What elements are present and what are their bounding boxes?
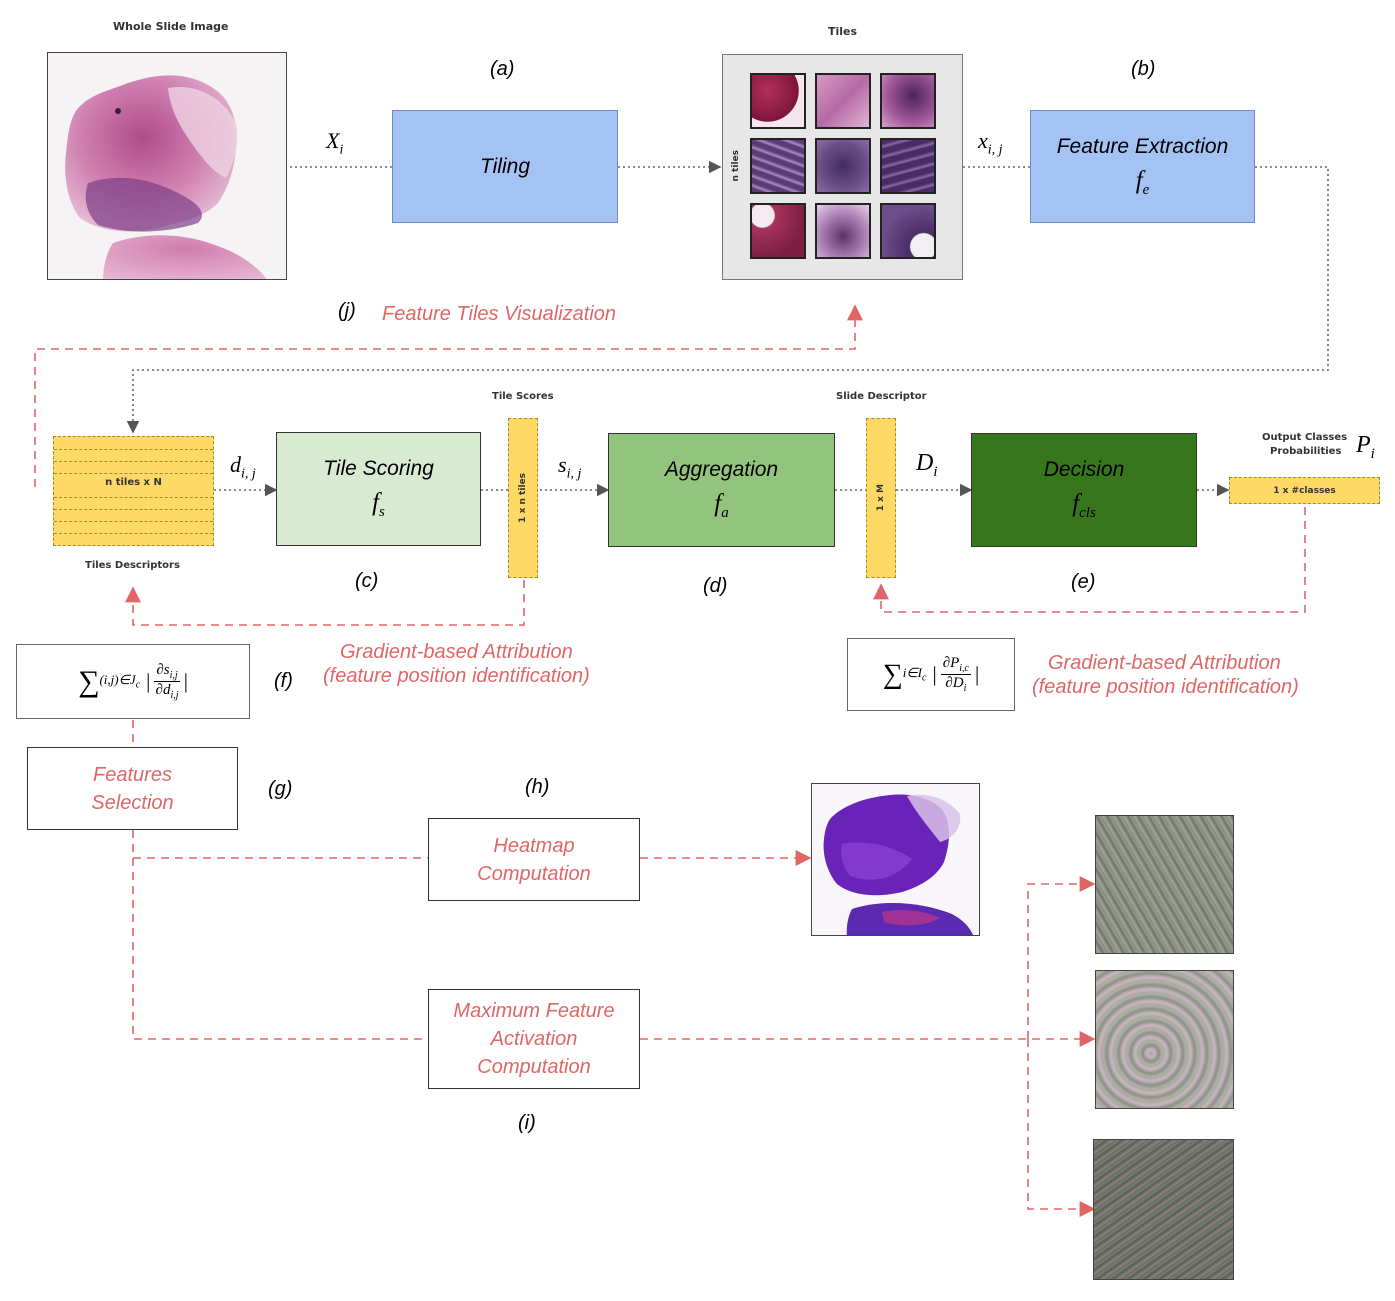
maxfeat-line2: Activation [490, 1028, 578, 1050]
gradient-attribution-right-line1: Gradient-based Attribution [1048, 652, 1281, 674]
tile-scores-bar: 1 x n tiles [508, 418, 538, 578]
aggregation-symbol: fa [714, 490, 729, 521]
tiling-title: Tiling [480, 154, 530, 178]
features-selection-box: Features Selection [27, 747, 238, 830]
step-label-a: (a) [490, 58, 515, 80]
tiles-panel: n tiles [722, 54, 963, 280]
one-x-n-tiles-label: 1 x n tiles [518, 473, 528, 523]
decision-title: Decision [1043, 458, 1125, 481]
whole-slide-image-label: Whole Slide Image [113, 20, 229, 33]
heatmap-computation-box: Heatmap Computation [428, 818, 640, 901]
tile-image [815, 203, 871, 259]
tiles-label: Tiles [828, 25, 858, 38]
heatmap-line1: Heatmap [493, 834, 575, 857]
tile-image [815, 138, 871, 194]
symbol-x-ij: xi, j [978, 128, 1003, 158]
n-tiles-x-N-label: n tiles x N [105, 477, 162, 488]
feature-visualization-1 [1095, 815, 1234, 954]
step-label-d: (d) [703, 575, 728, 597]
aggregation-box: Aggregation fa [608, 433, 835, 547]
tiles-descriptors-matrix: n tiles x N [53, 436, 214, 546]
red-gradient-left [125, 580, 525, 626]
aggregation-title: Aggregation [664, 458, 779, 481]
decision-symbol: fcls [1072, 490, 1096, 521]
formula-left: ∑ (i,j)∈Jc | ∂si,j ∂di,j | [16, 644, 250, 719]
step-label-i: (i) [518, 1112, 536, 1134]
one-x-M-label: 1 x M [876, 484, 886, 512]
red-maxfeat-to-image3 [1027, 1039, 1096, 1217]
feature-extraction-box: Feature Extraction fe [1030, 110, 1255, 223]
feature-tiles-visualization-label: Feature Tiles Visualization [382, 303, 617, 325]
red-selection-to-heatmap [132, 830, 428, 859]
feature-extraction-title: Feature Extraction [1056, 134, 1229, 158]
step-label-h: (h) [525, 776, 550, 798]
symbol-d-ij: di, j [230, 452, 256, 482]
slide-descriptor-bar: 1 x M [866, 418, 896, 578]
output-classes-label: Output Classes [1262, 432, 1348, 443]
max-feature-activation-box: Maximum Feature Activation Computation [428, 989, 640, 1089]
step-label-j: (j) [338, 300, 356, 322]
maxfeat-line3: Computation [477, 1056, 591, 1078]
probabilities-label: Probabilities [1270, 446, 1342, 457]
symbol-X-i: Xi [326, 128, 344, 158]
tile-scoring-symbol: fs [372, 489, 385, 520]
tile-image [750, 203, 806, 259]
features-selection-line1: Features [93, 763, 172, 786]
output-probabilities-bar: 1 x #classes [1229, 477, 1380, 504]
tiling-box: Tiling [392, 110, 618, 223]
red-feature-tiles-viz [34, 304, 863, 487]
slide-descriptor-label: Slide Descriptor [836, 391, 927, 402]
tile-image [880, 138, 936, 194]
gradient-attribution-right-line2: (feature position identification) [1032, 676, 1299, 698]
formula-right: ∑ i∈Ic | ∂Pi,c ∂Di | [847, 638, 1015, 711]
arrow-fe-to-descriptors [126, 166, 1329, 434]
tile-scores-label: Tile Scores [492, 391, 554, 402]
tile-image [815, 73, 871, 129]
step-label-f: (f) [274, 670, 293, 692]
heatmap-shape [823, 794, 974, 935]
gradient-attribution-left-line2: (feature position identification) [323, 665, 590, 687]
symbol-s-ij: si, j [558, 452, 582, 482]
wsi-tissue-shape [65, 75, 267, 279]
feature-extraction-symbol: fe [1135, 166, 1150, 198]
feature-visualization-3 [1093, 1139, 1234, 1280]
tile-scoring-title: Tile Scoring [323, 457, 434, 480]
maxfeat-line1: Maximum Feature [453, 1000, 615, 1022]
features-selection-line2: Selection [91, 791, 174, 814]
feature-visualization-2 [1095, 970, 1234, 1109]
tile-image [880, 203, 936, 259]
tile-image [880, 73, 936, 129]
symbol-P-i: Pi [1356, 432, 1375, 462]
heatmap-line2: Computation [477, 862, 591, 885]
step-label-e: (e) [1071, 571, 1096, 593]
tile-scoring-box: Tile Scoring fs [276, 432, 481, 546]
step-label-c: (c) [355, 570, 379, 592]
tiles-descriptors-label: Tiles Descriptors [85, 560, 180, 571]
one-x-classes-label: 1 x #classes [1273, 485, 1336, 496]
decision-box: Decision fcls [971, 433, 1197, 547]
tile-image [750, 138, 806, 194]
red-maxfeat-to-image1 [1027, 876, 1096, 1039]
red-selection-to-maxfeat [132, 858, 428, 1040]
heatmap-image [811, 783, 980, 936]
gradient-attribution-left-line1: Gradient-based Attribution [340, 641, 573, 663]
step-label-b: (b) [1131, 58, 1156, 80]
symbol-D-i: Di [916, 450, 938, 480]
tile-image [750, 73, 806, 129]
step-label-g: (g) [268, 778, 293, 800]
n-tiles-label: n tiles [731, 150, 741, 182]
whole-slide-image [47, 52, 287, 280]
